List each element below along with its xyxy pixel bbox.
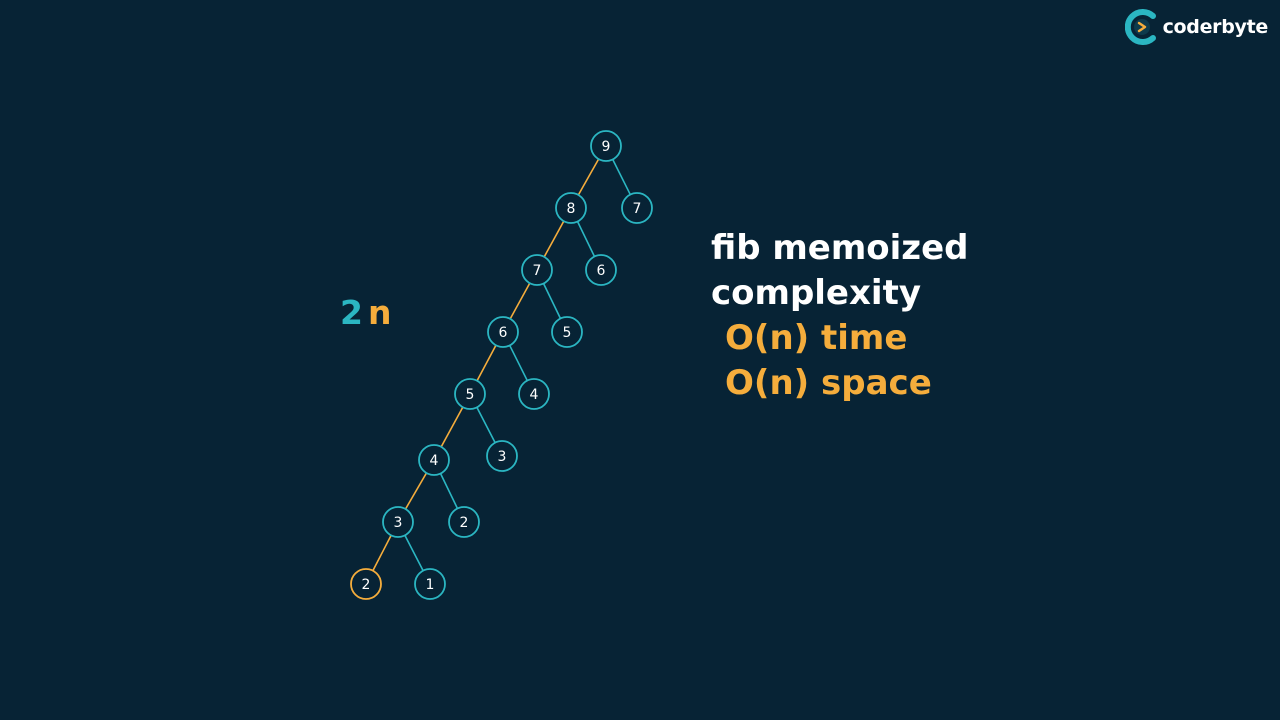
tree-node-label: 4 [430, 453, 439, 469]
tree-node-label: 6 [597, 263, 606, 279]
tree-node: 8 [555, 192, 587, 224]
space-complexity: O(n) space [725, 363, 932, 403]
coderbyte-c-logo-icon [1124, 9, 1156, 45]
tree-node-label: 5 [466, 387, 475, 403]
tree-node: 5 [454, 378, 486, 410]
tree-node-label: 7 [633, 201, 642, 217]
tree-node-label: 8 [567, 201, 576, 217]
coderbyte-logo: coderbyte [1124, 8, 1269, 46]
tree-node-label: 2 [362, 577, 371, 593]
tree-node-circle [621, 192, 653, 224]
tree-node-circle [454, 378, 486, 410]
complexity-panel: fib memoized complexity O(n) time O(n) s… [711, 226, 969, 406]
tree-node-label: 3 [394, 515, 403, 531]
tree-node: 7 [621, 192, 653, 224]
tree-node: 2 [448, 506, 480, 538]
tree-node-circle [555, 192, 587, 224]
tree-node-circle [585, 254, 617, 286]
tree-node-label: 9 [602, 139, 611, 155]
tree-node: 2 [350, 568, 382, 600]
tree-node: 4 [418, 444, 450, 476]
tree-node: 3 [486, 440, 518, 472]
tree-node-circle [448, 506, 480, 538]
tree-node: 9 [590, 130, 622, 162]
tree-node: 7 [521, 254, 553, 286]
tree-node-circle [521, 254, 553, 286]
tree-node-label: 3 [498, 449, 507, 465]
tree-node-label: 6 [499, 325, 508, 341]
time-complexity: O(n) time [725, 318, 908, 358]
brand-name: coderbyte [1162, 16, 1269, 38]
tree-node: 6 [585, 254, 617, 286]
tree-node: 3 [382, 506, 414, 538]
tree-node: 1 [414, 568, 446, 600]
tree-node-label: 5 [563, 325, 572, 341]
tree-nodes: 9 8 7 7 6 6 5 5 4 4 3 3 2 2 1 [350, 130, 653, 600]
tree-node-label: 1 [426, 577, 435, 593]
tree-node: 4 [518, 378, 550, 410]
tree-node-circle [350, 568, 382, 600]
complexity-title-line1: fib memoized [711, 228, 969, 268]
tree-node-circle [414, 568, 446, 600]
call-count-number: 2 [340, 293, 363, 332]
tree-node-circle [486, 440, 518, 472]
tree-node-circle [518, 378, 550, 410]
complexity-title-line2: complexity [711, 273, 921, 313]
tree-node-circle [382, 506, 414, 538]
tree-node-circle [418, 444, 450, 476]
tree-node-label: 2 [460, 515, 469, 531]
call-count-variable: n [367, 293, 392, 332]
tree-node-circle [590, 130, 622, 162]
tree-node: 5 [551, 316, 583, 348]
tree-node-circle [487, 316, 519, 348]
tree-node-label: 7 [533, 263, 542, 279]
tree-node-circle [551, 316, 583, 348]
tree-node: 6 [487, 316, 519, 348]
tree-node-label: 4 [530, 387, 539, 403]
